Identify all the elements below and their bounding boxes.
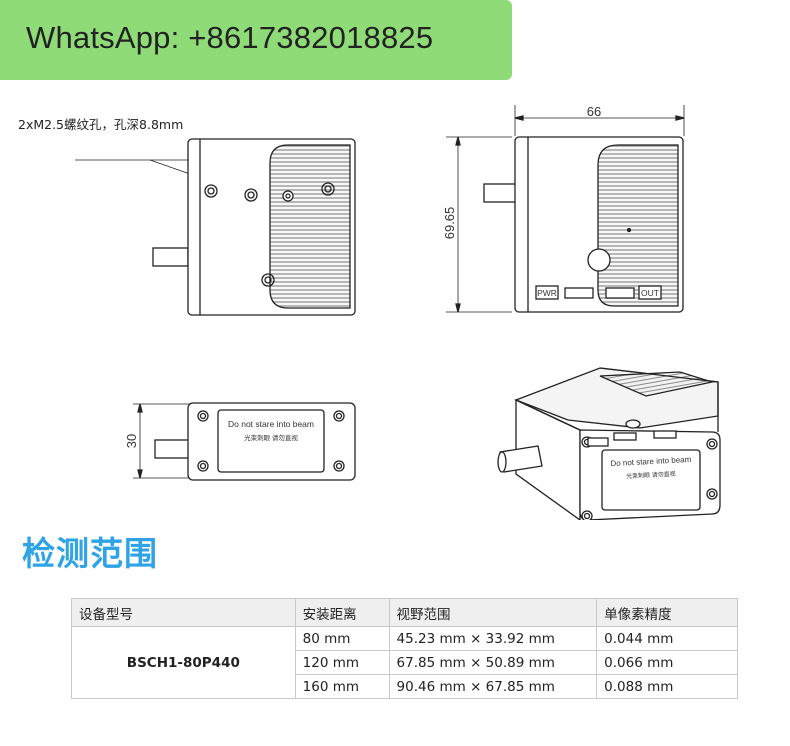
detection-range-table: 设备型号 安装距离 视野范围 单像素精度 BSCH1-80P440 80 mm … (71, 598, 738, 699)
table-row: 160 mm 90.46 mm × 67.85 mm 0.088 mm (72, 674, 738, 699)
iso-warning-text-cn: 光束刺眼 请勿直视 (626, 470, 676, 481)
iso-warning-text-en: Do not stare into beam (610, 455, 692, 468)
contact-text: WhatsApp: +8617382018825 (26, 20, 434, 55)
fov-cell: 45.23 mm × 33.92 mm (388, 626, 598, 651)
header-fov: 视野范围 (388, 598, 598, 627)
header-precision: 单像素精度 (596, 598, 738, 627)
section-title: 检测范围 (22, 534, 158, 573)
side-view-left (75, 138, 356, 316)
contact-banner: WhatsApp: +8617382018825 (0, 0, 512, 80)
out-label: OUT (641, 288, 659, 298)
distance-cell: 120 mm (294, 650, 390, 675)
table-header-row: 设备型号 安装距离 视野范围 单像素精度 (71, 598, 738, 627)
back-view (133, 402, 356, 481)
height-dimension: 69.65 (442, 207, 457, 240)
precision-cell: 0.066 mm (596, 650, 738, 675)
thread-hole-note: 2xM2.5螺纹孔，孔深8.8mm (18, 117, 184, 132)
table-row: BSCH1-80P440 80 mm 45.23 mm × 33.92 mm 0… (71, 626, 738, 699)
front-view (446, 105, 685, 313)
pwr-label: PWR (537, 288, 557, 298)
warning-text-en: Do not stare into beam (228, 419, 314, 429)
width-dimension: 66 (587, 104, 601, 119)
depth-dimension: 30 (124, 434, 139, 448)
distance-cell: 160 mm (294, 674, 390, 699)
model-cell: BSCH1-80P440 (71, 626, 296, 699)
header-model: 设备型号 (71, 598, 296, 627)
fov-cell: 90.46 mm × 67.85 mm (388, 674, 598, 699)
header-distance: 安装距离 (294, 598, 390, 627)
fov-cell: 67.85 mm × 50.89 mm (388, 650, 598, 675)
warning-text-cn: 光束刺眼 请勿直视 (244, 433, 298, 442)
distance-cell: 80 mm (294, 626, 390, 651)
precision-cell: 0.088 mm (596, 674, 738, 699)
isometric-view (497, 367, 721, 520)
table-row: 120 mm 67.85 mm × 50.89 mm 0.066 mm (72, 650, 738, 675)
precision-cell: 0.044 mm (596, 626, 738, 651)
technical-drawing: 66 69.65 PWR OUT 30 Do not stare into be… (75, 104, 721, 520)
